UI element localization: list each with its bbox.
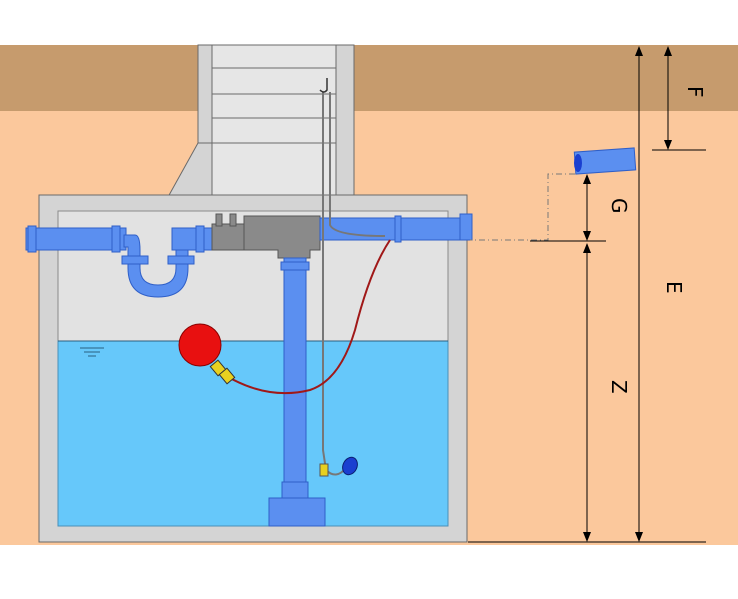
pump-riser-pipe bbox=[268, 257, 326, 527]
float-ball bbox=[178, 323, 222, 367]
water-body bbox=[57, 340, 449, 527]
label-e: E bbox=[662, 281, 686, 294]
label-z: Z bbox=[607, 380, 631, 394]
topsoil-layer bbox=[0, 45, 738, 111]
blue-sensor-probe bbox=[342, 456, 358, 476]
cable-hook-icon bbox=[319, 78, 328, 93]
float-connector bbox=[209, 359, 236, 385]
external-drain-pipe bbox=[573, 147, 637, 175]
yellow-sensor-probe bbox=[319, 463, 329, 477]
inlet-pipe bbox=[25, 225, 213, 298]
float-cable bbox=[229, 239, 391, 395]
label-g: G bbox=[607, 198, 631, 214]
check-valve-housing bbox=[211, 213, 321, 259]
reference-lines bbox=[470, 173, 575, 241]
label-f: F bbox=[683, 86, 707, 98]
dimension-lines bbox=[468, 48, 706, 543]
riser-shaft bbox=[167, 44, 355, 198]
water-level-symbol bbox=[80, 347, 104, 357]
dimension-arrows bbox=[583, 46, 672, 542]
outlet-pipe bbox=[319, 213, 473, 243]
